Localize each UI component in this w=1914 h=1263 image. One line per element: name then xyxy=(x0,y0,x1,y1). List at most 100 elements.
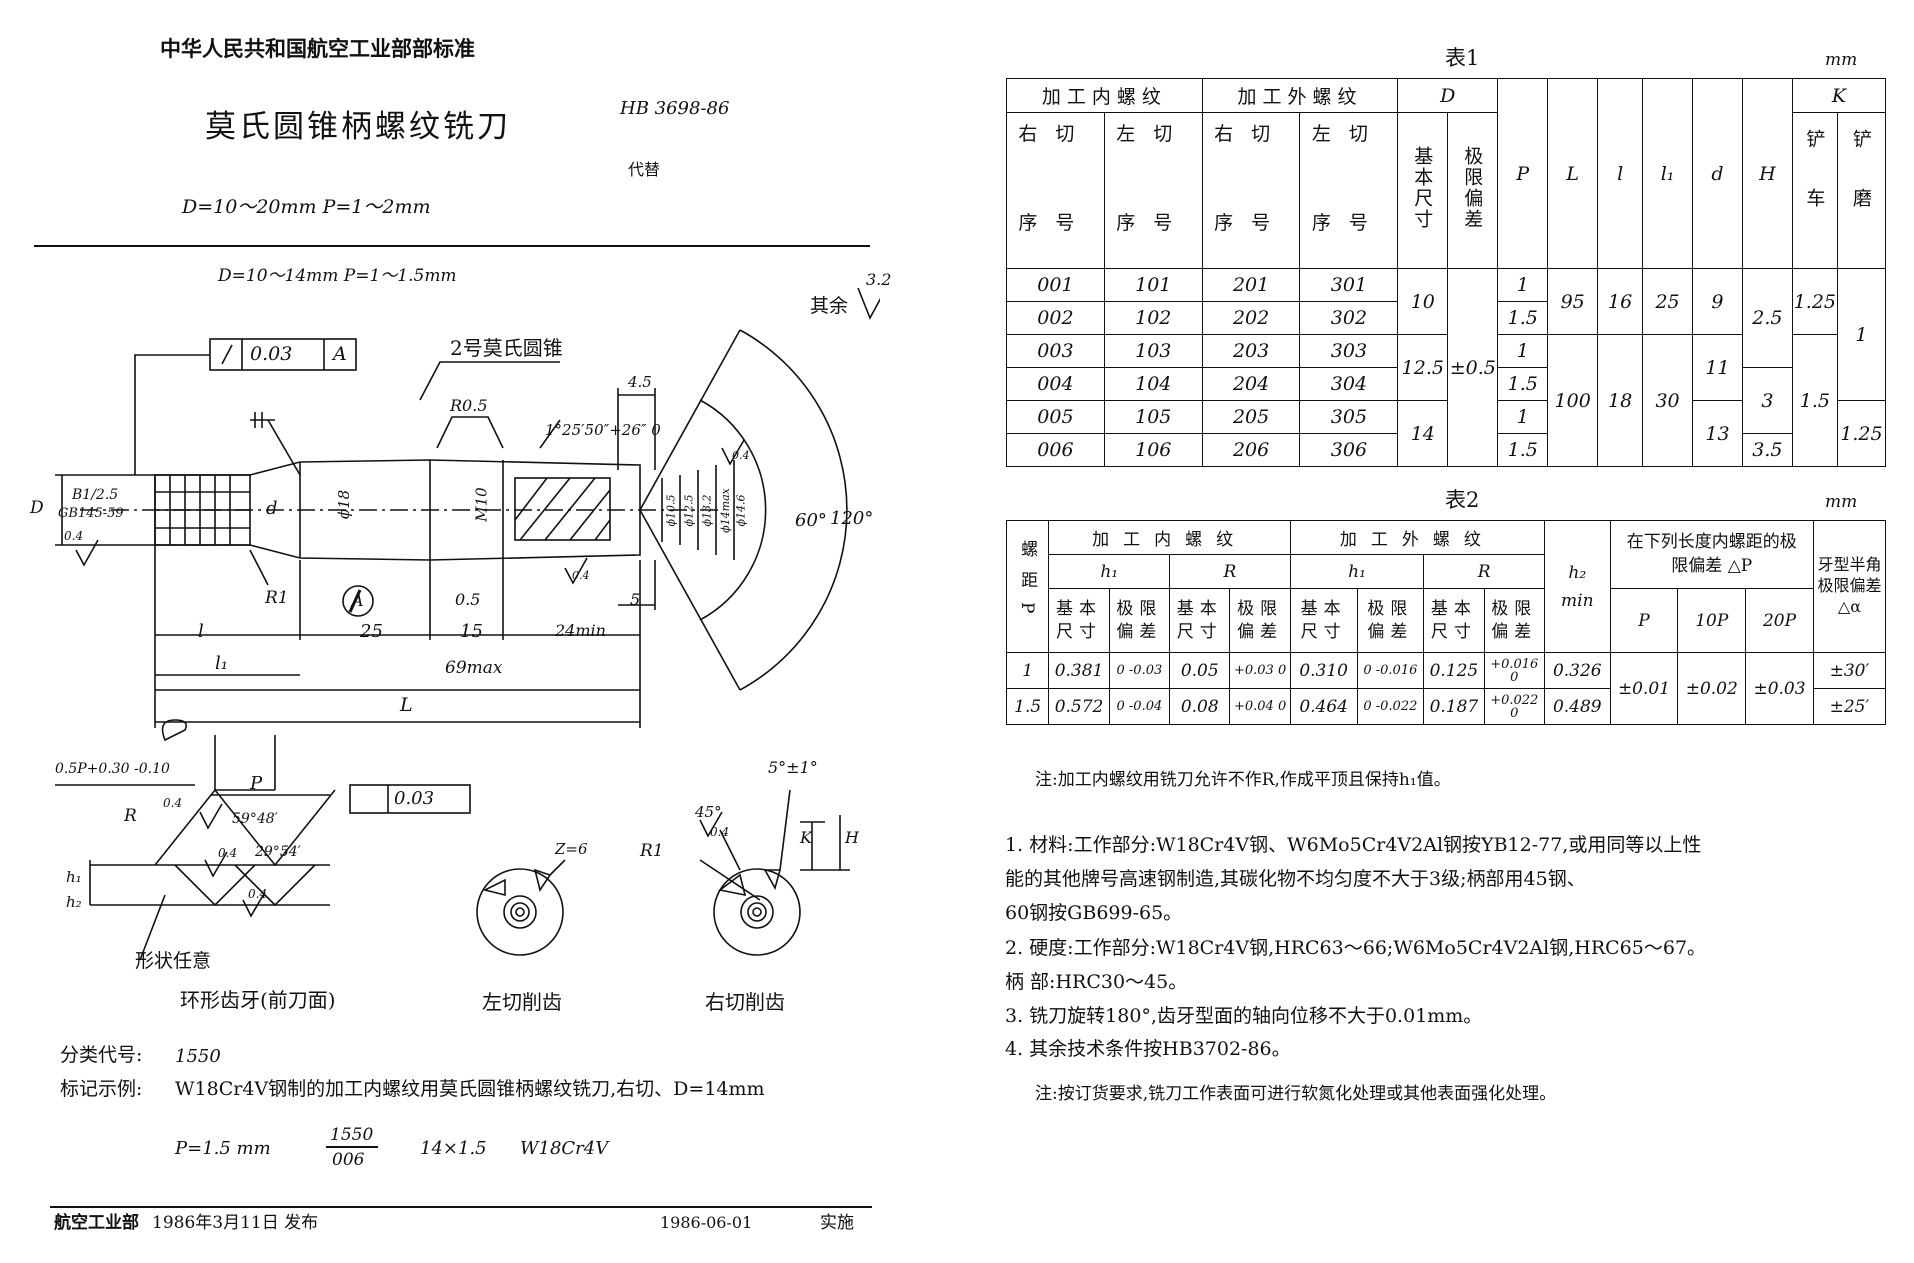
r05-label: R0.5 xyxy=(450,396,488,415)
t1-D-10: 10 xyxy=(1397,268,1449,335)
page-title: 莫氏圆锥柄螺纹铣刀 xyxy=(205,109,511,145)
t2-h-P: P xyxy=(1609,588,1679,653)
t1-r3-c4: 303 xyxy=(1299,334,1399,368)
t1-r6-c4: 306 xyxy=(1299,433,1399,467)
table2: 螺距P 加工内螺纹 加工外螺纹 h₂ min 在下列长度内螺距的极限偏差 △P … xyxy=(1005,520,1887,725)
tech-item-4: 4. 其余技术条件按HB3702-86。 xyxy=(1005,1038,1291,1060)
right-k: K xyxy=(800,828,812,847)
t2-r1-eh1: 0.310 xyxy=(1289,652,1358,689)
t1-r2-c2: 102 xyxy=(1103,301,1203,335)
dim-0-5: 0.5 xyxy=(455,590,481,609)
t2-r2-half-angle: ±25′ xyxy=(1812,688,1887,725)
t2-r2-ih1d: 0 -0.04 xyxy=(1108,688,1171,725)
t2-r2-eRd: +0.022 0 xyxy=(1483,688,1545,725)
profile-shape-note: 形状任意 xyxy=(135,950,212,972)
tech-item-1b: 能的其他牌号高速钢制造,其碳化物不均匀度不大于3级;柄部用45钢、 xyxy=(1005,868,1586,890)
mark-fraction-bar xyxy=(326,1146,378,1148)
t1-Kg-1-25: 1.25 xyxy=(1836,400,1887,467)
t2-r2-eR: 0.187 xyxy=(1423,688,1485,725)
t2-h-ext-h1: h₁ xyxy=(1289,554,1425,589)
t1-h-dev: 极限偏差 xyxy=(1461,146,1484,230)
t2-r1-eh1d: 0 -0.016 xyxy=(1356,652,1425,689)
t1-r3-c3: 203 xyxy=(1201,334,1301,368)
t2-dev-20P: ±0.03 xyxy=(1745,652,1814,725)
t1-h-int: 加工内螺纹 xyxy=(1006,78,1203,113)
roughness-04-a: 0.4 xyxy=(64,529,84,543)
dim-phi14-6: ϕ14.6 xyxy=(734,494,748,527)
right-h: H xyxy=(845,828,859,847)
t2-r2-eh1d: 0 -0.022 xyxy=(1356,688,1425,725)
t1-h-grind-cell: 铲磨 xyxy=(1836,112,1887,269)
t1-h-left-ext: 左切 序号 xyxy=(1299,112,1399,269)
t2-r1-iRd: +0.03 0 xyxy=(1229,652,1291,689)
angle-120: 120° xyxy=(830,508,874,529)
right-roughness: 0.4 xyxy=(710,825,730,839)
effective-label: 实施 xyxy=(820,1213,854,1233)
t1-h-l: l xyxy=(1597,78,1644,269)
roughness-rest-label: 其余 xyxy=(810,295,849,317)
note-surface: 注:按订货要求,铣刀工作表面可进行软氮化处理或其他表面强化处理。 xyxy=(1035,1084,1557,1104)
t1-h-left-int: 左切 序号 xyxy=(1103,112,1203,269)
t2-h-ext: 加工外螺纹 xyxy=(1289,520,1545,555)
table2-caption: 表2 xyxy=(1445,488,1480,512)
t2-h-int: 加工内螺纹 xyxy=(1048,520,1291,555)
t1-r1-c3: 201 xyxy=(1201,268,1301,302)
t2-r1-eRd: +0.016 0 xyxy=(1483,652,1545,689)
table2-unit: mm xyxy=(1825,492,1858,512)
t2-r1-pitch: 1 xyxy=(1005,652,1050,689)
t2-h-dev-4: 极限偏差 xyxy=(1483,588,1545,653)
header-divider xyxy=(34,245,870,247)
t1-h-left-int-text: 左切 xyxy=(1116,123,1191,145)
t1-h-seq-4: 序号 xyxy=(1311,212,1386,234)
t1-Kc-1-25: 1.25 xyxy=(1791,268,1838,335)
t1-P-3: 1 xyxy=(1497,334,1549,368)
t1-h-P: P xyxy=(1497,78,1549,269)
profile-symmetry-value: 0.03 xyxy=(394,788,435,809)
t1-H-3: 3 xyxy=(1741,367,1793,434)
t1-l-16: 16 xyxy=(1597,268,1644,335)
org-name: 中华人民共和国航空工业部部标准 xyxy=(160,36,475,61)
t2-dev-P: ±0.01 xyxy=(1609,652,1679,725)
t2-r2-iRd: +0.04 0 xyxy=(1229,688,1291,725)
t2-h-20P: 20P xyxy=(1745,588,1814,653)
t1-h-left-ext-text: 左切 xyxy=(1311,123,1386,145)
t2-h-basic-3: 基本尺寸 xyxy=(1289,588,1358,653)
t1-r4-c4: 304 xyxy=(1299,367,1399,401)
t2-h-pitch-cell: 螺距P xyxy=(1005,520,1050,653)
right-angle-45: 45° xyxy=(695,803,722,821)
issue-date: 1986年3月11日 发布 xyxy=(152,1213,319,1233)
standard-number: HB 3698-86 xyxy=(620,98,730,119)
t1-l-18: 18 xyxy=(1597,334,1644,467)
t1-d-11: 11 xyxy=(1692,334,1743,401)
t2-h-dev-3: 极限偏差 xyxy=(1356,588,1425,653)
t2-r1-half-angle: ±30′ xyxy=(1812,652,1887,689)
t1-P-4: 1.5 xyxy=(1497,367,1549,401)
t2-dev-10P: ±0.02 xyxy=(1677,652,1747,725)
t2-r2-ih1: 0.572 xyxy=(1048,688,1110,725)
t1-L-95: 95 xyxy=(1547,268,1599,335)
t2-h-dev-2: 极限偏差 xyxy=(1229,588,1291,653)
t1-h-K: K xyxy=(1791,78,1887,113)
t2-r1-ih1: 0.381 xyxy=(1048,652,1110,689)
t1-h-shovel: 铲车 xyxy=(1803,129,1826,247)
t2-r2-h2: 0.489 xyxy=(1543,688,1611,725)
t2-h-10P: 10P xyxy=(1677,588,1747,653)
left-teeth-caption: 左切削齿 xyxy=(482,990,562,1014)
mark-code-den: 006 xyxy=(332,1150,365,1170)
t1-P-2: 1.5 xyxy=(1497,301,1549,335)
left-teeth-z: Z=6 xyxy=(555,840,588,858)
profile-angle-full: 59°48′ xyxy=(232,811,278,827)
r1-label: R1 xyxy=(265,588,289,608)
t1-P-6: 1.5 xyxy=(1497,433,1549,467)
t1-r1-c4: 301 xyxy=(1299,268,1399,302)
t1-d-9: 9 xyxy=(1692,268,1743,335)
dim-D: D xyxy=(30,498,44,518)
t2-r1-ih1d: 0 -0.03 xyxy=(1108,652,1171,689)
t2-h-half-angle: 牙型半角极限偏差△α xyxy=(1812,520,1887,653)
t1-h-shovel-cell: 铲车 xyxy=(1791,112,1838,269)
profile-roughness-c: 0.4 xyxy=(248,887,268,901)
t1-h-L: L xyxy=(1547,78,1599,269)
profile-angle-half: 29°54′ xyxy=(255,844,301,860)
t1-h-seq-2: 序号 xyxy=(1116,212,1191,234)
